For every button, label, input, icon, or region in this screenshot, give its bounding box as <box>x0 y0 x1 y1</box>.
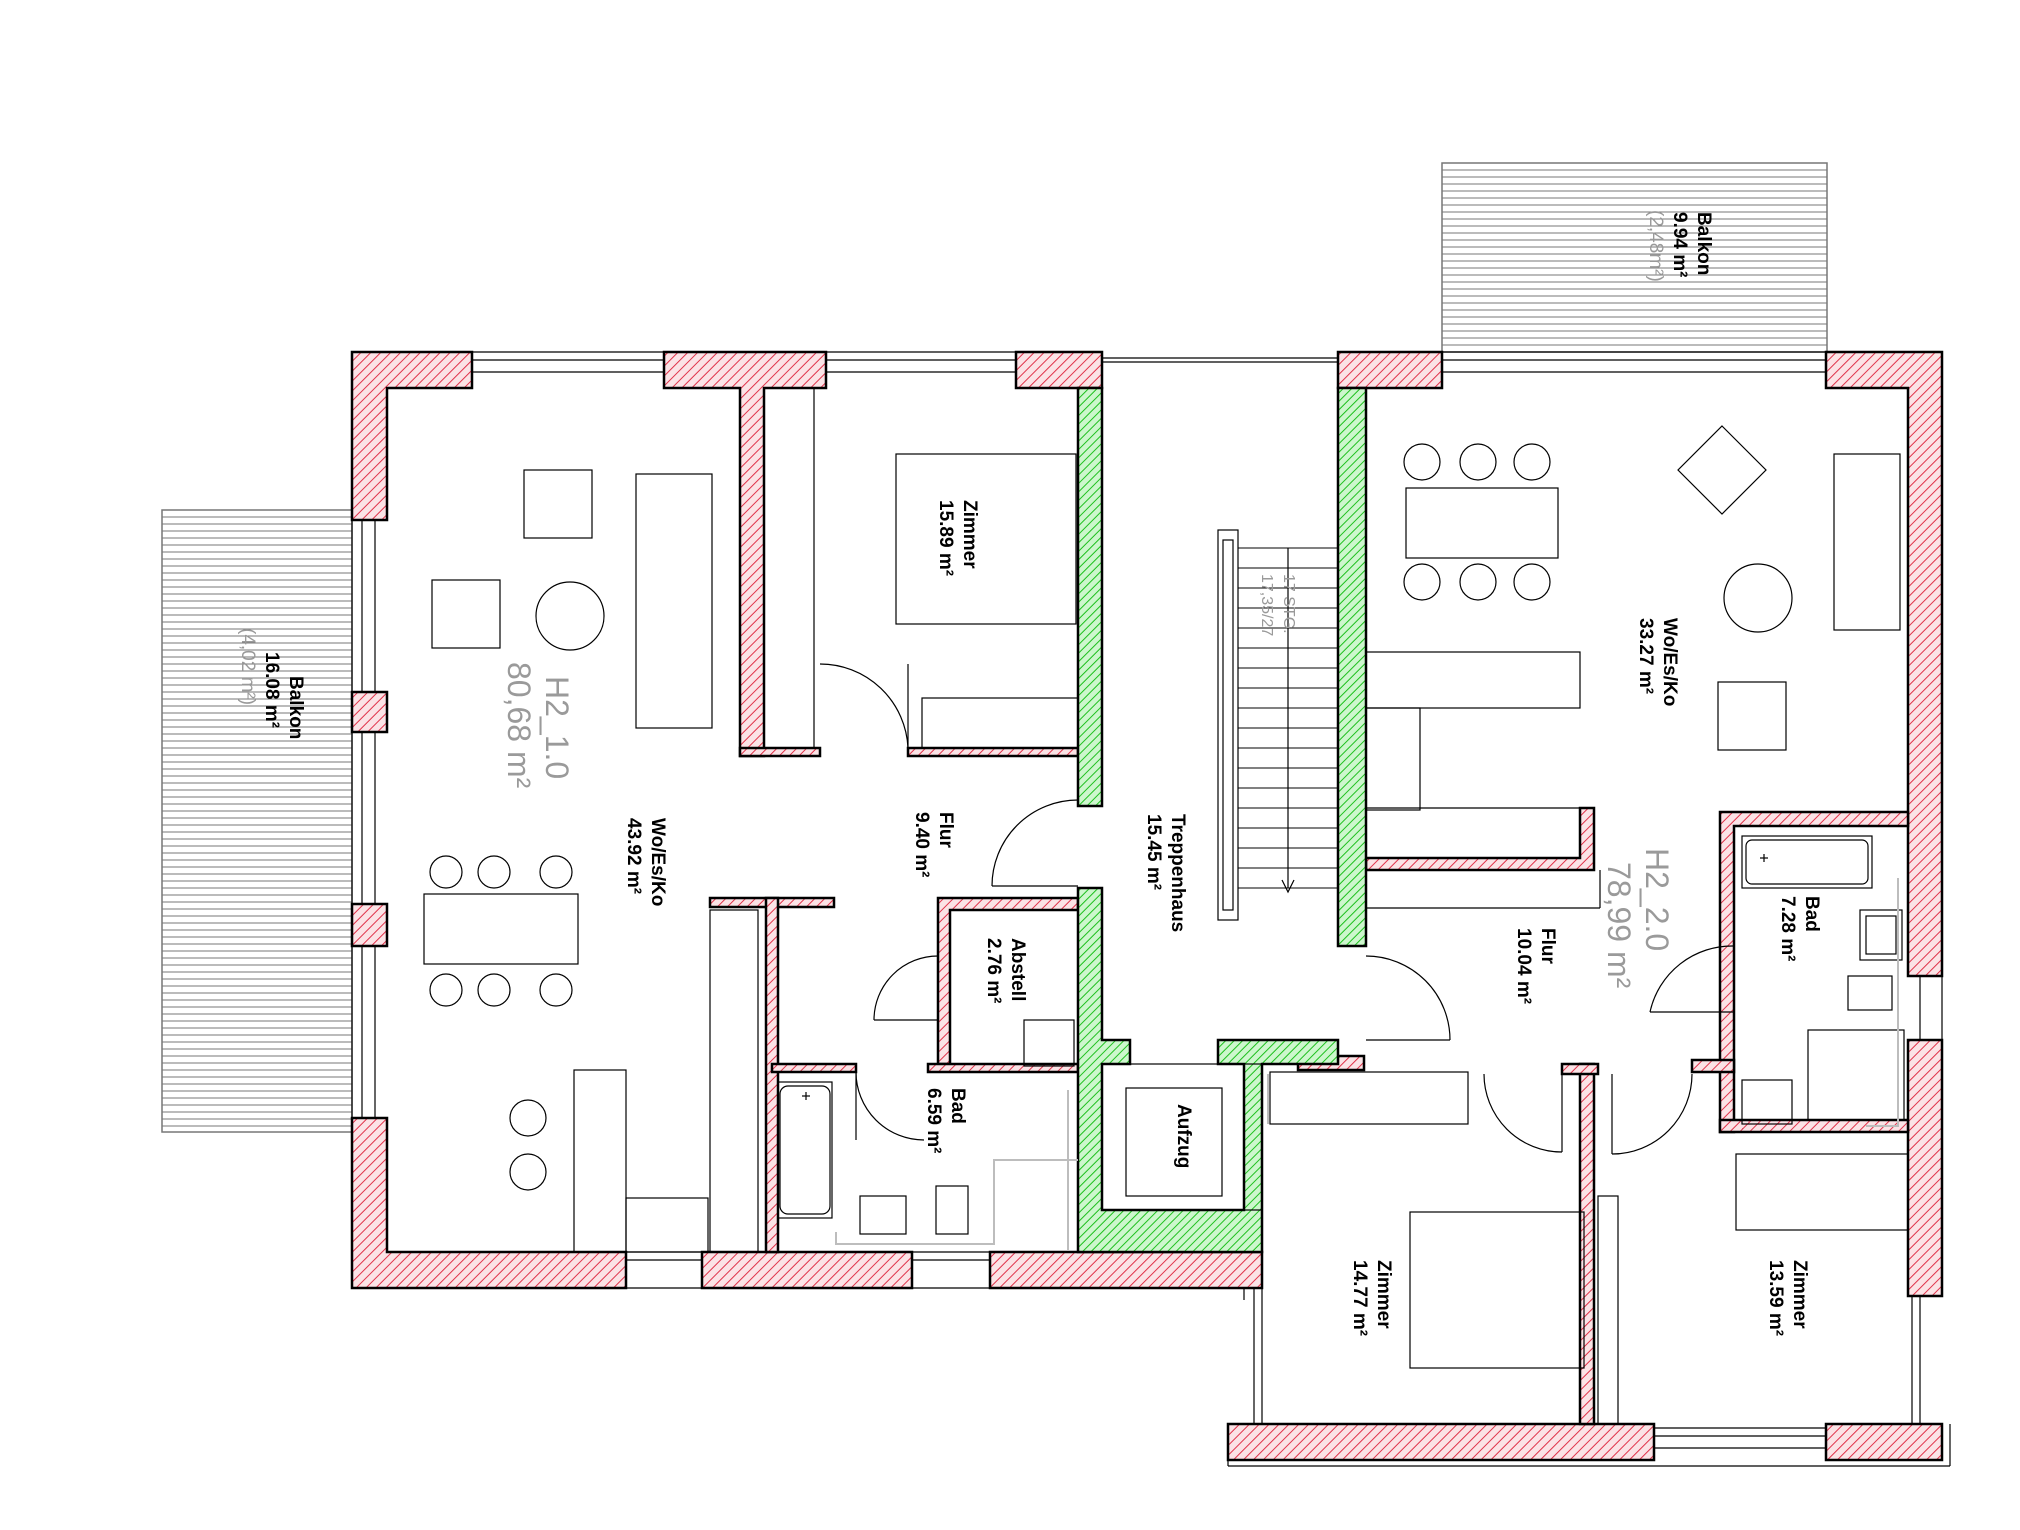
tub-marks <box>802 854 1768 1100</box>
label-wohnen-right-name: Wo/Es/Ko <box>1659 618 1680 706</box>
unit-area-left: 80,68 m² <box>501 662 537 789</box>
walls <box>350 350 1944 1462</box>
label-balkon-left-name: Balkon <box>285 676 306 739</box>
label-bad-right-area: 7.28 m² <box>1777 896 1798 961</box>
label-zimmer-right-name: Zimmer <box>1789 1260 1810 1329</box>
label-zimmer-mid-area: 14.77 m² <box>1349 1260 1370 1336</box>
unit-code-right: H2_2.0 <box>1639 848 1675 951</box>
label-flur-right-area: 10.04 m² <box>1513 928 1534 1004</box>
label-balkon-top-name: Balkon <box>1693 212 1714 275</box>
label-balkon-left-sub: (4,02 m²) <box>237 628 258 705</box>
label-bad-left-area: 6.59 m² <box>923 1088 944 1153</box>
label-bad-right-name: Bad <box>1801 896 1822 932</box>
label-stair-ratio: 17,35/27 <box>1258 574 1275 636</box>
fixtures <box>423 387 1909 1425</box>
unit-code-left: H2_1.0 <box>539 676 575 779</box>
label-stair-steps: 17 STG. <box>1280 574 1297 634</box>
label-flur-left-area: 9.40 m² <box>911 812 932 877</box>
core-walls <box>1076 386 1368 1254</box>
label-treppenhaus-area: 15.45 m² <box>1143 814 1164 890</box>
label-aufzug: Aufzug <box>1173 1104 1194 1168</box>
label-flur-left-name: Flur <box>935 812 956 848</box>
label-wohnen-left-area: 43.92 m² <box>623 818 644 894</box>
label-zimmer-left-area: 15.89 m² <box>935 500 956 576</box>
label-flur-right-name: Flur <box>1537 928 1558 964</box>
label-wohnen-right-area: 33.27 m² <box>1635 618 1656 694</box>
label-abstell-area: 2.76 m² <box>983 938 1004 1003</box>
label-wohnen-left-name: Wo/Es/Ko <box>647 818 668 906</box>
room-labels: Balkon 16.08 m² (4,02 m²) H2_1.0 80,68 m… <box>237 210 1822 1336</box>
balcony-left <box>161 509 353 1133</box>
label-treppenhaus-name: Treppenhaus <box>1167 814 1188 932</box>
label-zimmer-right-area: 13.59 m² <box>1765 1260 1786 1336</box>
balcony-top <box>1441 162 1828 353</box>
label-zimmer-left-name: Zimmer <box>959 500 980 569</box>
label-balkon-top-area: 9.94 m² <box>1669 212 1690 277</box>
label-balkon-top-sub: (2,48m²) <box>1645 210 1666 282</box>
label-balkon-left-area: 16.08 m² <box>261 652 282 728</box>
unit-area-right: 78,99 m² <box>1601 862 1637 989</box>
label-abstell-name: Abstell <box>1007 938 1028 1001</box>
label-zimmer-mid-name: Zimmer <box>1373 1260 1394 1329</box>
label-bad-left-name: Bad <box>947 1088 968 1124</box>
